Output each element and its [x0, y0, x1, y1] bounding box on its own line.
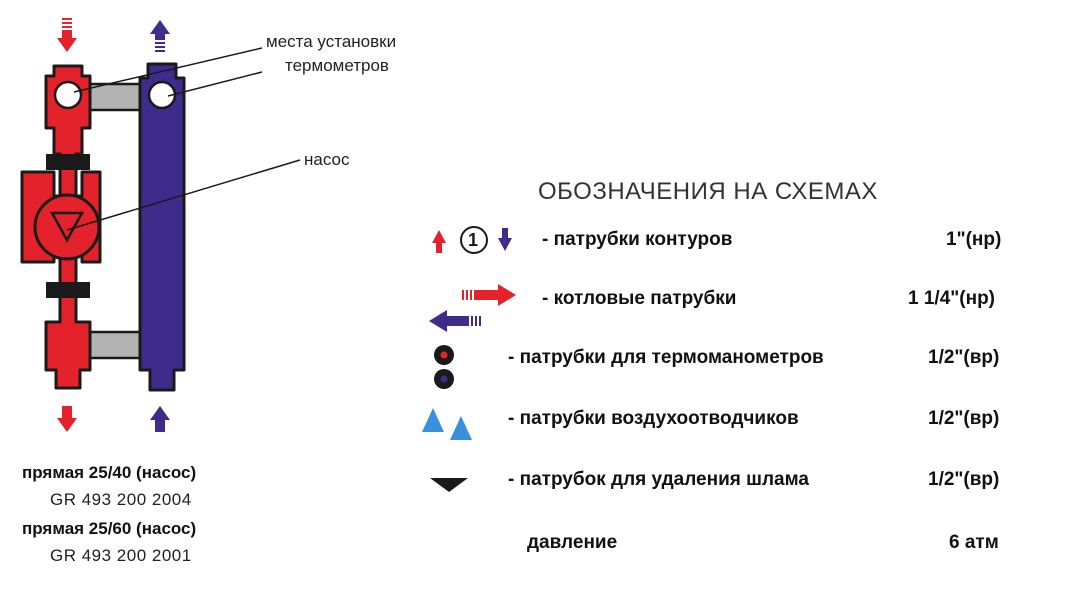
supply-out-arrow-icon: [57, 406, 77, 432]
legend-row-circuits-value: 1"(нр): [946, 229, 1002, 250]
thermometers-label-line1: места установки: [266, 32, 397, 51]
pump-body: [33, 193, 101, 261]
model-1-code: GR 493 200 2004: [50, 490, 192, 509]
pump-label: насос: [304, 150, 350, 169]
legend-row-thermomanometers-text: - патрубки для термоманометров: [508, 347, 824, 368]
return-pipe: [138, 62, 186, 392]
legend-row-airvents-text: - патрубки воздухоотводчиков: [508, 408, 799, 429]
circuit-number-label: 1: [468, 230, 479, 250]
leader-line-pump: [66, 159, 301, 231]
return-out-arrow-icon: [150, 20, 170, 52]
thermomanometer-dots-icon: [434, 345, 454, 389]
legend-row-sludge-text: - патрубок для удаления шлама: [508, 469, 809, 490]
pump-triangle-icon: [49, 211, 85, 243]
legend-row-thermomanometers-value: 1/2"(вр): [928, 347, 1000, 368]
thermometers-label-line2: термометров: [285, 56, 389, 75]
coupling-upper: [46, 154, 90, 170]
coupling-lower: [46, 282, 90, 298]
leader-line-thermo-1: [73, 47, 263, 93]
legend-row-airvents-value: 1/2"(вр): [928, 408, 1000, 429]
legend-title: ОБОЗНАЧЕНИЯ НА СХЕМАХ: [538, 178, 878, 205]
legend-row-pressure-value: 6 атм: [949, 532, 999, 553]
sludge-icon: [430, 478, 468, 492]
thermometer-supply-icon: [53, 80, 83, 110]
air-vent-icon: [422, 408, 472, 440]
bottom-bridge: [86, 330, 144, 360]
leader-line-thermo-2: [167, 71, 263, 97]
top-bridge: [86, 82, 144, 112]
thermometer-return-icon: [147, 80, 177, 110]
legend-row-boiler-value: 1 1/4"(нр): [908, 288, 996, 309]
supply-in-arrow-icon: [57, 18, 77, 52]
legend-row-pressure-text: давление: [527, 532, 618, 553]
model-1-name: прямая 25/40 (насос): [22, 463, 197, 482]
legend-row-boiler-text: - котловые патрубки: [542, 288, 737, 309]
model-2-name: прямая 25/60 (насос): [22, 519, 197, 538]
model-2-code: GR 493 200 2001: [50, 546, 192, 565]
boiler-arrows-icon: [429, 284, 516, 332]
circuit-arrows-icon: [432, 226, 512, 254]
legend-row-sludge-value: 1/2"(вр): [928, 469, 1000, 490]
return-in-arrow-icon: [150, 406, 170, 432]
legend-row-circuits-text: - патрубки контуров: [542, 229, 733, 250]
